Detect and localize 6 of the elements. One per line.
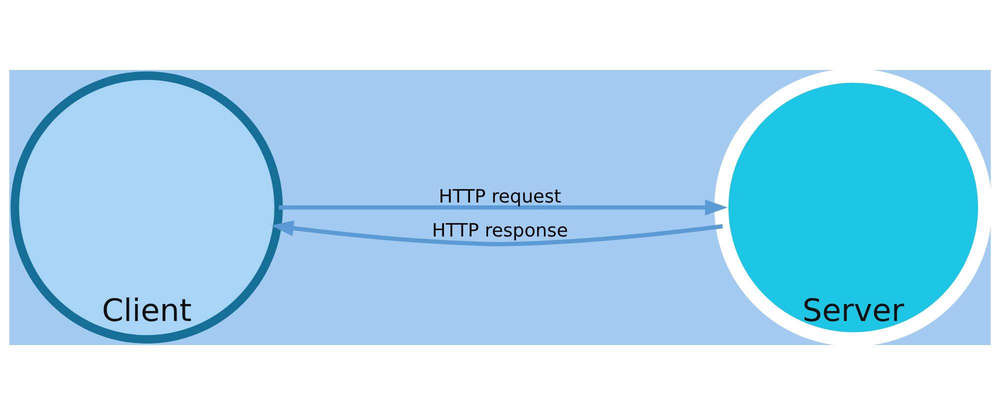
node-circle: Client (10, 70, 283, 344)
edge-label: HTTP response (432, 220, 568, 241)
arrow (278, 199, 728, 215)
arrow (271, 220, 723, 246)
node-circle: Server (714, 70, 992, 344)
edge-label: HTTP request (438, 186, 562, 207)
